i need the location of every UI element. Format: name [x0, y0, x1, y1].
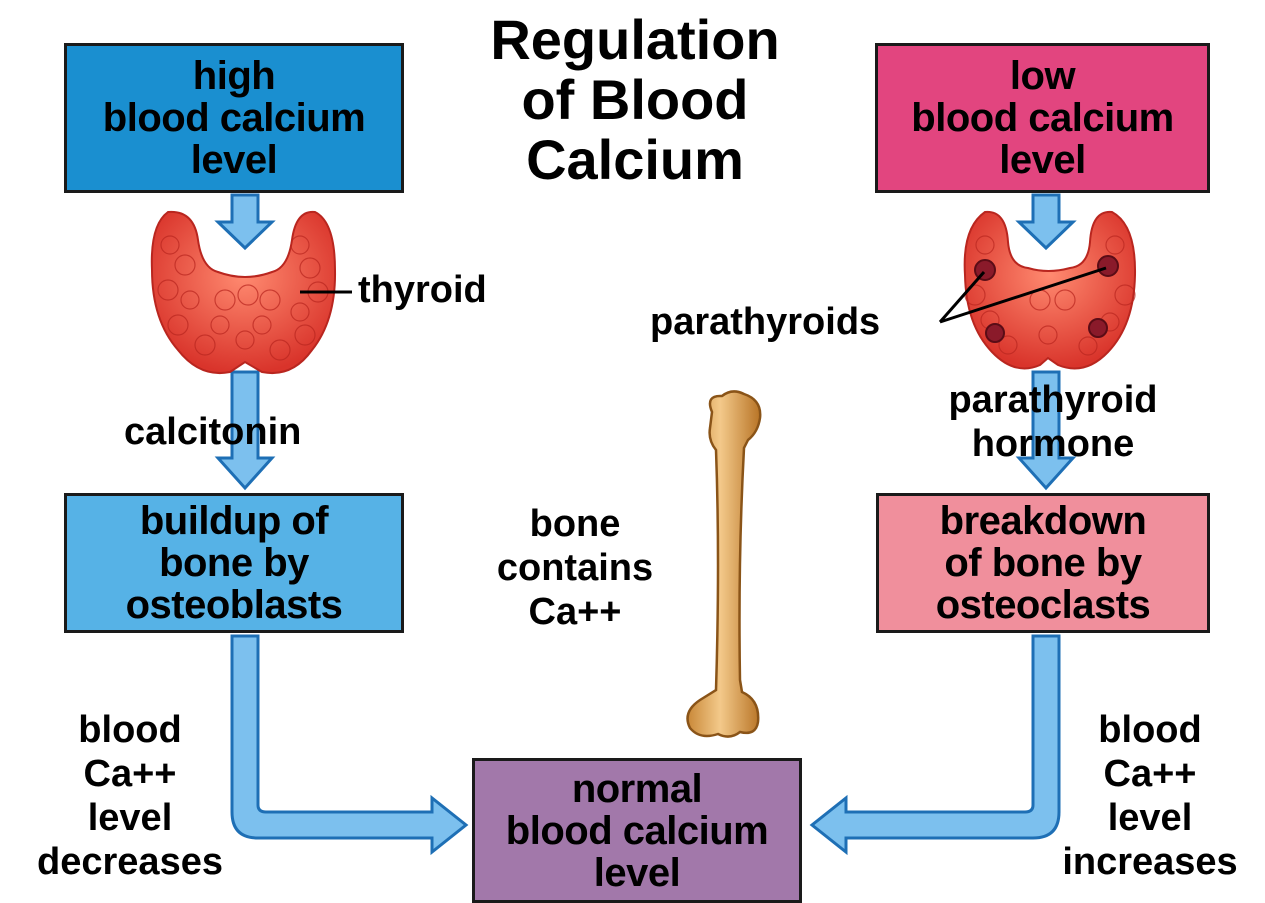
- box-text: buildup of: [126, 500, 343, 542]
- level-decreases-label: blood Ca++ level decreases: [10, 708, 250, 884]
- breakdown-bone-box: breakdown of bone by osteoclasts: [876, 493, 1210, 633]
- label-line: contains: [470, 546, 680, 590]
- box-text: osteoclasts: [936, 584, 1151, 626]
- label-line: Ca++: [470, 590, 680, 634]
- label-line: increases: [1035, 840, 1265, 884]
- label-line: bone: [470, 502, 680, 546]
- label-line: level: [1035, 796, 1265, 840]
- page-title: Regulation of Blood Calcium: [435, 10, 835, 190]
- box-text: level: [506, 852, 768, 894]
- box-text: level: [103, 139, 365, 181]
- box-text: breakdown: [936, 500, 1151, 542]
- parathyroids-label: parathyroids: [650, 300, 880, 344]
- low-calcium-box: low blood calcium level: [875, 43, 1210, 193]
- label-line: parathyroid: [918, 378, 1188, 422]
- box-text: bone by: [126, 542, 343, 584]
- arrow-high-to-thyroid: [218, 195, 272, 248]
- title-line: of Blood: [435, 70, 835, 130]
- label-line: Ca++: [10, 752, 250, 796]
- box-text: blood calcium: [911, 97, 1173, 139]
- box-text: blood calcium: [506, 810, 768, 852]
- high-calcium-box: high blood calcium level: [64, 43, 404, 193]
- box-text: blood calcium: [103, 97, 365, 139]
- box-text: high: [103, 55, 365, 97]
- label-line: decreases: [10, 840, 250, 884]
- level-increases-label: blood Ca++ level increases: [1035, 708, 1265, 884]
- bone-contains-label: bone contains Ca++: [470, 502, 680, 634]
- buildup-bone-box: buildup of bone by osteoblasts: [64, 493, 404, 633]
- label-line: blood: [1035, 708, 1265, 752]
- arrow-low-to-parathyroid: [1019, 195, 1073, 248]
- normal-calcium-box: normal blood calcium level: [472, 758, 802, 903]
- thyroid-label: thyroid: [358, 268, 487, 312]
- box-text: low: [911, 55, 1173, 97]
- box-text: level: [911, 139, 1173, 181]
- box-text: osteoblasts: [126, 584, 343, 626]
- title-line: Regulation: [435, 10, 835, 70]
- arrow-breakdown-to-normal: [812, 636, 1059, 852]
- box-text: of bone by: [936, 542, 1151, 584]
- label-line: level: [10, 796, 250, 840]
- bone-icon: [688, 391, 761, 736]
- arrow-buildup-to-normal: [232, 636, 466, 852]
- label-line: hormone: [918, 422, 1188, 466]
- calcitonin-label: calcitonin: [124, 410, 301, 454]
- label-line: Ca++: [1035, 752, 1265, 796]
- box-text: normal: [506, 768, 768, 810]
- label-line: blood: [10, 708, 250, 752]
- title-line: Calcium: [435, 130, 835, 190]
- parathyroid-hormone-label: parathyroid hormone: [918, 378, 1188, 466]
